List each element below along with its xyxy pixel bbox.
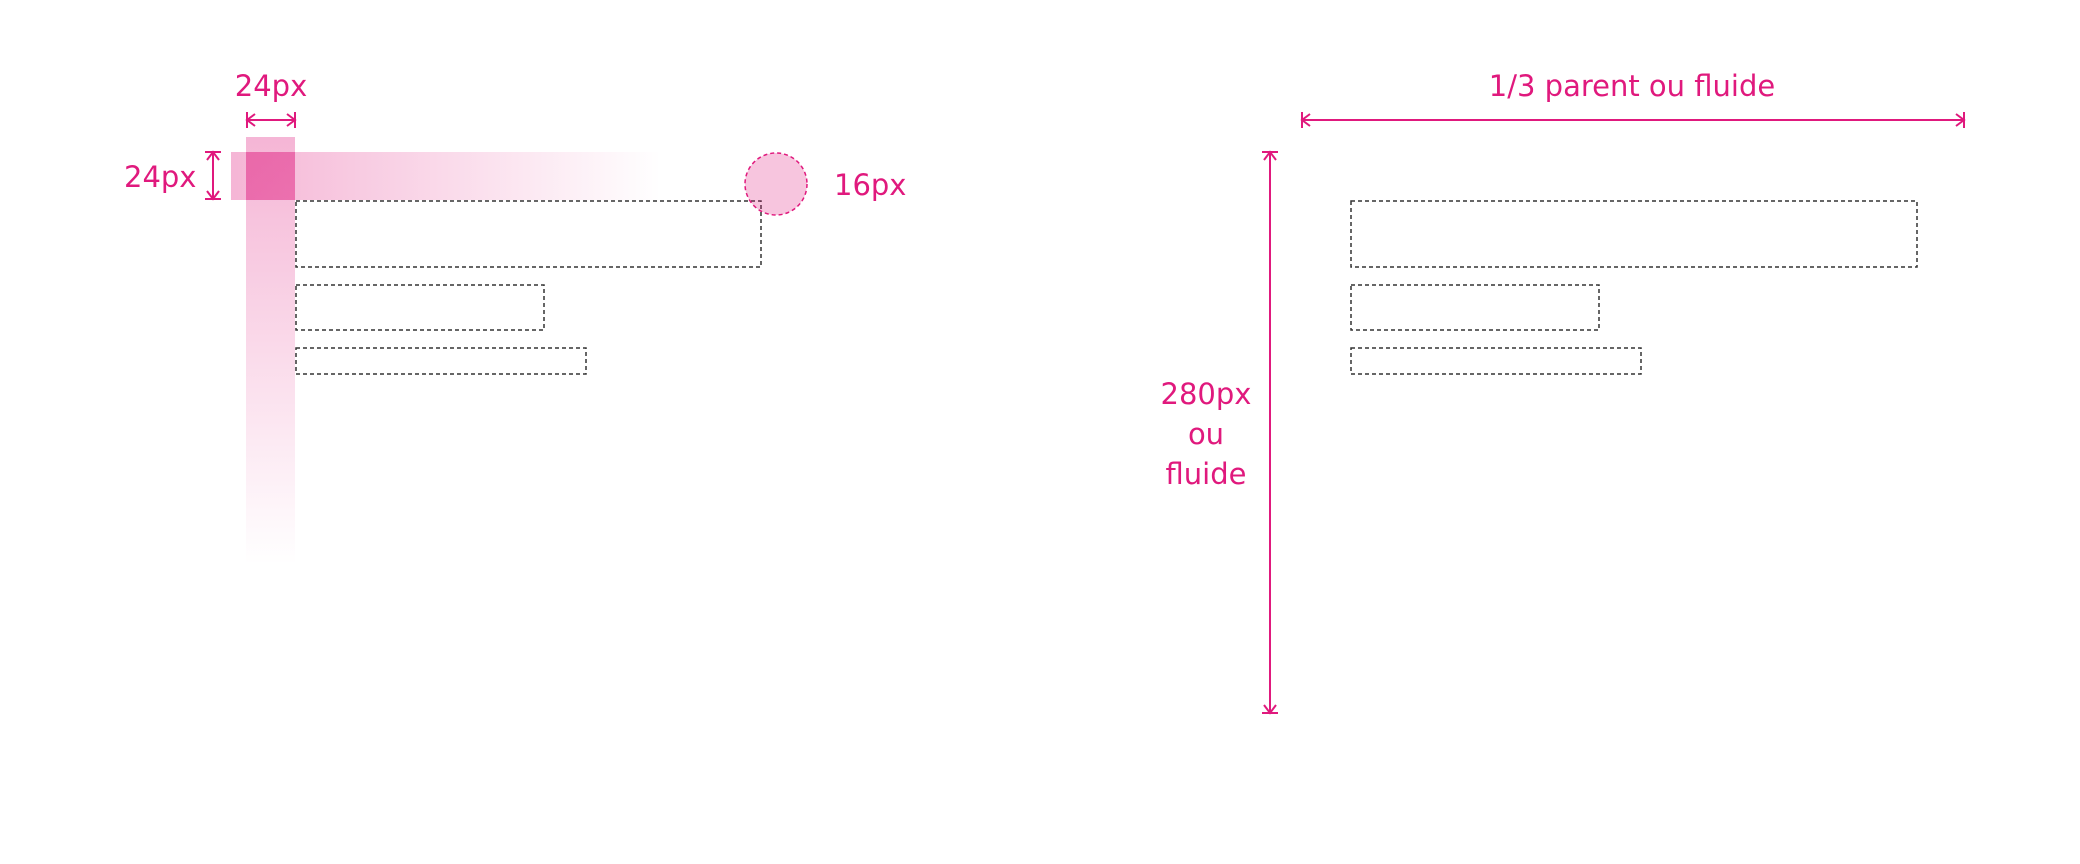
vertical-padding-band bbox=[246, 137, 295, 565]
vertical-padding-dimension bbox=[205, 150, 221, 201]
body-placeholder-right bbox=[1350, 347, 1642, 375]
width-dimension bbox=[1300, 112, 1966, 128]
height-dimension bbox=[1262, 150, 1278, 715]
badge-circle bbox=[744, 152, 808, 216]
height-label-line-2: ou bbox=[1187, 417, 1225, 451]
height-label-line-3: fluide bbox=[1165, 457, 1247, 491]
title-placeholder-right bbox=[1350, 200, 1918, 268]
width-label: 1/3 parent ou fluide bbox=[1488, 69, 1776, 103]
body-placeholder bbox=[295, 347, 587, 375]
subtitle-placeholder bbox=[295, 284, 545, 331]
title-placeholder bbox=[295, 200, 762, 268]
height-label: 280px ou fluide bbox=[1161, 374, 1252, 494]
left-diagram bbox=[205, 112, 808, 565]
horizontal-padding-label: 24px bbox=[234, 69, 308, 103]
height-label-line-1: 280px bbox=[1160, 377, 1252, 411]
padding-corner-overlap bbox=[246, 152, 295, 200]
vertical-padding-label: 24px bbox=[124, 160, 197, 194]
subtitle-placeholder-right bbox=[1350, 284, 1600, 331]
horizontal-padding-dimension bbox=[245, 112, 297, 128]
horizontal-padding-band bbox=[231, 152, 661, 200]
badge-size-label: 16px bbox=[834, 168, 907, 202]
right-diagram bbox=[1262, 112, 1966, 715]
